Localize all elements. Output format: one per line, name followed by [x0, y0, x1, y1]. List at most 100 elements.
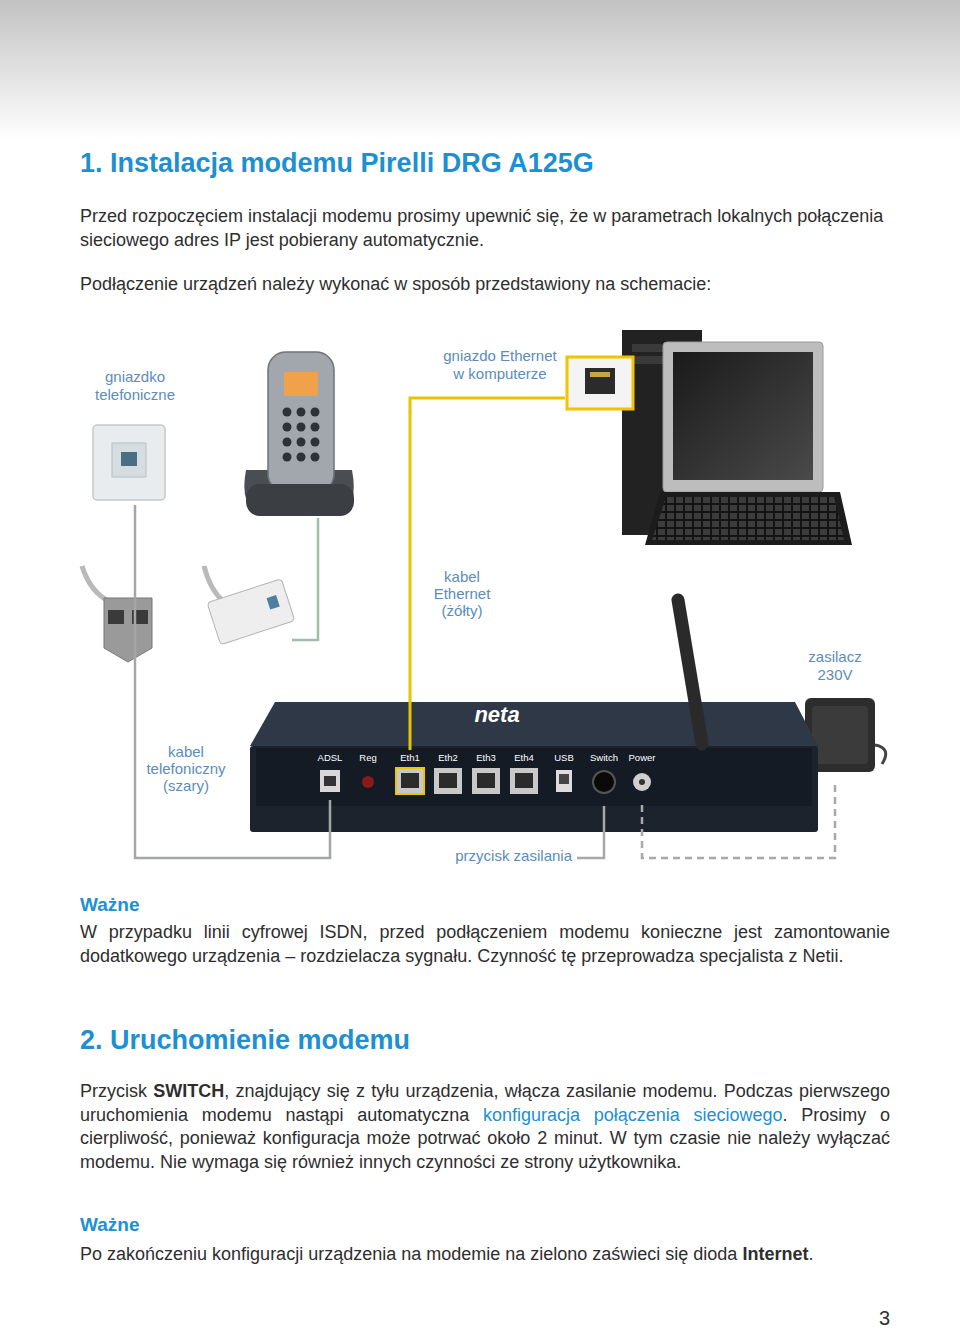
modem-port: Eth4 [507, 750, 541, 800]
node-text: Eth4 [507, 752, 541, 763]
wall-socket-hole [121, 452, 137, 466]
paragraph: W przypadku linii cyfrowej ISDN, przed p… [80, 921, 890, 968]
eth-port-hole [477, 773, 495, 788]
node-text: Eth1 [393, 752, 427, 763]
node-text: Eth3 [469, 752, 503, 763]
cable-line [642, 785, 835, 858]
ethernet-socket-pins [590, 372, 610, 377]
text-block: Podłączenie urządzeń należy wykonać w sp… [80, 272, 890, 296]
adsl-port-hole [324, 776, 336, 786]
modem-port: Eth1 [393, 750, 427, 800]
modem-port: Power [625, 750, 659, 800]
paragraph: Podłączenie urządzeń należy wykonać w sp… [80, 272, 890, 296]
modem-port: ADSL [313, 750, 347, 800]
text-block: Przycisk SWITCH, znajdujący się z tyłu u… [80, 1080, 890, 1174]
power-adapter-box: zasilacz 230V [785, 648, 885, 785]
ethernet-cable-stub [410, 398, 565, 413]
keyboard [645, 492, 852, 545]
text-run: przycisk zasilania [455, 847, 572, 864]
modem-port: Reg [351, 750, 385, 800]
leader-line [577, 806, 604, 858]
node-text: gniazdko telefoniczne [70, 368, 200, 404]
text-block: Ważne [80, 1213, 380, 1237]
keyboard-keys [652, 497, 844, 540]
ethernet-socket-box: gniazdo Ethernet w komputerze [400, 345, 640, 412]
paragraph: przycisk zasilania [430, 847, 572, 865]
modem-port: Switch [587, 750, 621, 800]
text-run: W przypadku linii cyfrowej ISDN, przed p… [80, 922, 890, 966]
power-socket-hole [639, 779, 645, 785]
ethernet-socket [567, 357, 633, 409]
cable-line [409, 412, 412, 750]
paragraph: Przed rozpoczęciem instalacji modemu pro… [80, 204, 890, 252]
monitor-frame [663, 342, 823, 492]
paragraph: 2. Uruchomienie modemu [80, 1023, 890, 1057]
modem-front [250, 746, 818, 832]
text-run: Ważne [80, 1214, 139, 1235]
edge-label: kabel Ethernet (żółty) [420, 568, 504, 619]
title-block: 1. Instalacja modemu Pirelli DRG A125G [80, 146, 900, 180]
monitor-screen [673, 352, 813, 480]
switch-button [593, 771, 615, 793]
paragraph: Ważne [80, 1213, 380, 1237]
wall-socket-inner [112, 443, 146, 477]
node-text: ADSL [313, 752, 347, 763]
modem-port: USB [547, 750, 581, 800]
text-block: Przed rozpoczęciem instalacji modemu pro… [80, 204, 890, 252]
phone-screen [284, 372, 318, 396]
page-title: 1. Instalacja modemu Pirelli DRG A125G [80, 146, 900, 180]
edge-label: kabel telefoniczny (szary) [140, 743, 232, 794]
usb-port [556, 770, 572, 792]
eth-port [472, 768, 500, 794]
text-run: Ważne [80, 894, 139, 915]
modem-box: netaADSL Reg Eth1 Eth2 Eth3 Eth4 USB Switch Powe… [245, 700, 820, 832]
text-block: 3 [850, 1306, 890, 1330]
modem-top [250, 702, 818, 746]
adsl-port [320, 770, 340, 792]
wall-socket [93, 425, 165, 500]
text-run: Przycisk [80, 1081, 147, 1101]
text-run: Podłączenie urządzeń należy wykonać w sp… [80, 274, 711, 294]
plug-socket [108, 610, 124, 624]
eth-port-hole [401, 773, 419, 788]
phone-base-front [246, 484, 354, 516]
signal-filter-port [267, 595, 280, 610]
text-run: 3 [879, 1307, 890, 1329]
paragraph: 3 [850, 1306, 890, 1330]
paragraph: Przycisk SWITCH, znajdujący się z tyłu u… [80, 1080, 890, 1174]
signal-filter [207, 579, 295, 645]
reg-button [362, 776, 374, 788]
node-text: Eth2 [431, 752, 465, 763]
text-run: Przed rozpoczęciem instalacji modemu pro… [80, 206, 883, 250]
eth-port-hole [515, 773, 533, 788]
text-run: Po zakończeniu konfiguracji urządzenia n… [80, 1244, 737, 1264]
node-text: zasilacz 230V [795, 648, 875, 684]
node-text: neta [467, 702, 527, 728]
eth-port [434, 768, 462, 794]
phone-handset [268, 352, 334, 492]
phone-keypad [283, 408, 320, 462]
text-run: . [808, 1244, 813, 1264]
node-text: Power [625, 752, 659, 763]
modem-port: Eth3 [469, 750, 503, 800]
usb-port-hole [559, 774, 569, 784]
modem-port-strip [256, 748, 812, 806]
node-text: gniazdo Ethernet w komputerze [440, 347, 560, 383]
header-band [0, 0, 960, 140]
phone-cable [292, 518, 318, 640]
paragraph: Po zakończeniu konfiguracji urządzenia n… [80, 1243, 910, 1267]
cable-line [135, 505, 330, 858]
filter-cable [204, 566, 224, 602]
eth-port-hole [439, 773, 457, 788]
text-run: konfiguracja połączenia sieciowego [483, 1105, 783, 1125]
node-text: USB [547, 752, 581, 763]
power-adapter-face [812, 706, 868, 764]
power-socket [633, 773, 651, 791]
text-block: W przypadku linii cyfrowej ISDN, przed p… [80, 921, 890, 968]
paragraph: Ważne [80, 893, 380, 917]
double-plug [104, 598, 152, 662]
socket-label-box: gniazdko telefoniczne [70, 368, 200, 505]
adapter-cable [875, 745, 886, 764]
node-text: Reg [351, 752, 385, 763]
